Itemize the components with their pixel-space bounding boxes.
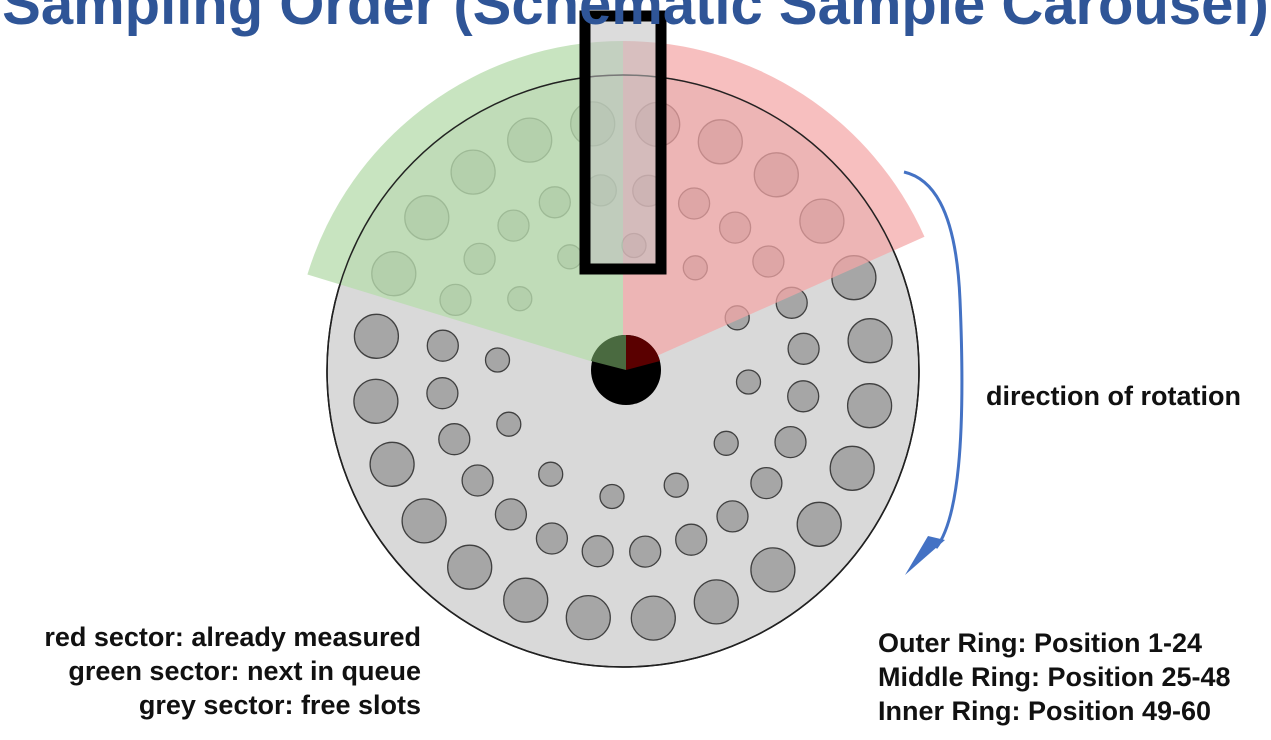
middle-slot	[426, 329, 459, 362]
outer-slot	[693, 579, 739, 625]
middle-slot	[461, 464, 494, 497]
middle-slot	[426, 377, 459, 410]
middle-slot	[535, 522, 569, 555]
sector-legend: red sector: already measured green secto…	[44, 620, 421, 722]
middle-slot	[716, 500, 749, 533]
middle-slot	[581, 535, 614, 568]
middle-slot	[629, 535, 662, 568]
inner-slot	[599, 483, 625, 510]
center-hub	[591, 334, 661, 405]
outer-slot	[630, 595, 676, 641]
middle-slot	[774, 425, 807, 459]
rotation-arrow	[903, 170, 964, 575]
inner-slot	[538, 461, 564, 487]
slide-title: Sampling Order (Schematic Sample Carouse…	[2, 0, 1269, 37]
inner-slot	[713, 430, 739, 456]
outer-slot	[846, 383, 893, 429]
outer-slot	[401, 498, 447, 544]
outer-slot	[796, 501, 842, 547]
middle-slot	[675, 523, 708, 556]
outer-slot	[353, 378, 399, 424]
outer-slot	[353, 313, 400, 359]
rotation-label: direction of rotation	[986, 381, 1241, 411]
outer-slot	[847, 318, 893, 364]
inner-ring	[484, 232, 762, 510]
legend-green-sector: green sector: next in queue	[68, 656, 421, 686]
legend-red-sector: red sector: already measured	[44, 622, 421, 652]
inner-slot	[484, 347, 511, 373]
legend-middle-ring: Middle Ring: Position 25-48	[878, 662, 1231, 692]
legend-inner-ring: Inner Ring: Position 49-60	[878, 696, 1212, 726]
outer-slot	[565, 594, 611, 641]
inner-slot	[496, 411, 522, 437]
middle-slot	[787, 332, 820, 365]
probe-window	[579, 10, 667, 275]
queue-sector	[307, 40, 623, 371]
outer-slot	[750, 547, 796, 593]
outer-slot	[829, 445, 875, 491]
legend-grey-sector: grey sector: free slots	[138, 690, 421, 720]
measured-sector	[623, 41, 925, 371]
outer-slot	[447, 544, 493, 590]
outer-slot	[503, 577, 549, 623]
middle-slot	[750, 466, 783, 500]
middle-slot	[494, 498, 528, 531]
inner-slot	[735, 369, 762, 395]
inner-slot	[663, 472, 689, 498]
legend-outer-ring: Outer Ring: Position 1-24	[878, 628, 1203, 658]
middle-slot	[438, 423, 471, 456]
middle-slot	[787, 380, 820, 413]
ring-legend: Outer Ring: Position 1-24 Middle Ring: P…	[878, 626, 1231, 728]
outer-slot	[369, 441, 415, 487]
